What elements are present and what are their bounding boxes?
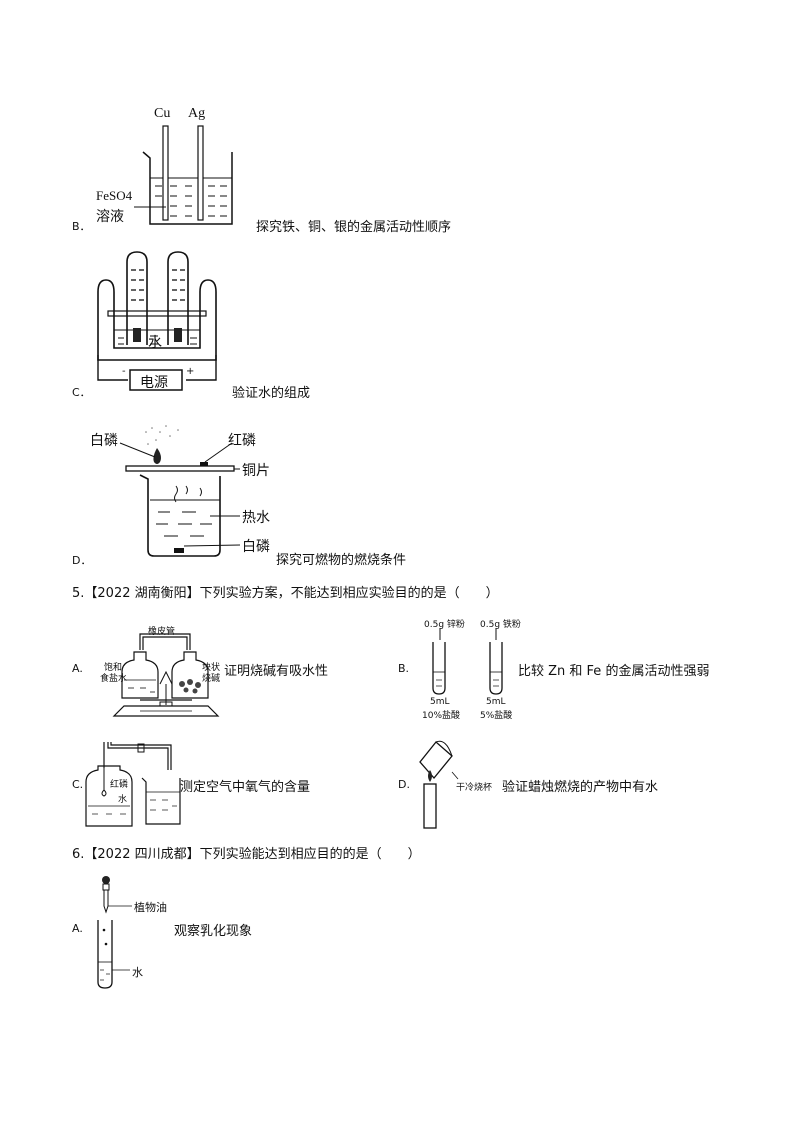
label-brine: 食盐水 — [100, 674, 128, 684]
option-letter: A. — [72, 922, 83, 935]
label-water: 水 — [148, 335, 162, 351]
label-red-phosphorus: 红磷 — [110, 780, 129, 790]
label-iron-powder: 0.5g 铁粉 — [480, 620, 521, 630]
option-letter: A. — [72, 662, 83, 675]
label-acid1-concentration: 10%盐酸 — [422, 711, 461, 721]
option-caption: 观察乳化现象 — [174, 924, 253, 939]
label-vegetable-oil: 植物油 — [134, 901, 167, 914]
option-letter: C. — [72, 778, 84, 791]
label-hot-water: 热水 — [242, 510, 270, 526]
label-red-phosphorus: 红磷 — [228, 433, 256, 449]
label-plus: + — [186, 366, 195, 377]
label-caustic-soda: 烧碱 — [202, 674, 221, 684]
label-white-phosphorus-top: 白磷 — [90, 433, 118, 449]
option-letter: D． — [72, 554, 92, 567]
option-letter: D. — [398, 778, 410, 791]
question-stem: 6.【2022 四川成都】下列实验能达到相应目的的是（ ） — [72, 847, 421, 862]
label-feso4: FeSO4 — [96, 188, 133, 203]
label-rubber-tube: 橡皮管 — [148, 627, 176, 637]
label-power: 电源 — [140, 375, 168, 391]
label-acid2-volume: 5mL — [486, 697, 506, 707]
label-minus: - — [122, 366, 126, 377]
label-copper-plate: 铜片 — [242, 463, 270, 479]
label-water: 水 — [118, 795, 128, 805]
option-caption: 探究可燃物的燃烧条件 — [276, 553, 407, 568]
label-saturated: 饱和 — [104, 663, 123, 673]
option-letter: B. — [398, 662, 410, 675]
label-lump: 块状 — [202, 663, 221, 673]
label-white-phosphorus-bottom: 白磷 — [242, 539, 270, 555]
option-letter: C． — [72, 386, 91, 399]
label-acid1-volume: 5mL — [430, 697, 450, 707]
label-cu: Cu — [154, 106, 171, 121]
option-caption: 证明烧碱有吸水性 — [224, 664, 329, 679]
label-acid2-concentration: 5%盐酸 — [480, 711, 513, 721]
option-letter: B． — [72, 220, 91, 233]
label-zinc-powder: 0.5g 锌粉 — [424, 620, 465, 630]
option-caption: 探究铁、铜、银的金属活动性顺序 — [256, 220, 452, 235]
label-solution: 溶液 — [96, 210, 124, 225]
option-caption: 验证水的组成 — [232, 386, 311, 401]
label-water: 水 — [132, 966, 143, 979]
option-caption: 验证蜡烛燃烧的产物中有水 — [502, 780, 659, 795]
label-ag: Ag — [188, 106, 206, 121]
option-caption: 测定空气中氧气的含量 — [180, 780, 311, 795]
question-stem: 5.【2022 湖南衡阳】下列实验方案，不能达到相应实验目的的是（ ） — [72, 586, 499, 601]
option-caption: 比较 Zn 和 Fe 的金属活动性强弱 — [518, 664, 710, 679]
label-dry-cold-beaker: 干冷烧杯 — [456, 783, 493, 793]
